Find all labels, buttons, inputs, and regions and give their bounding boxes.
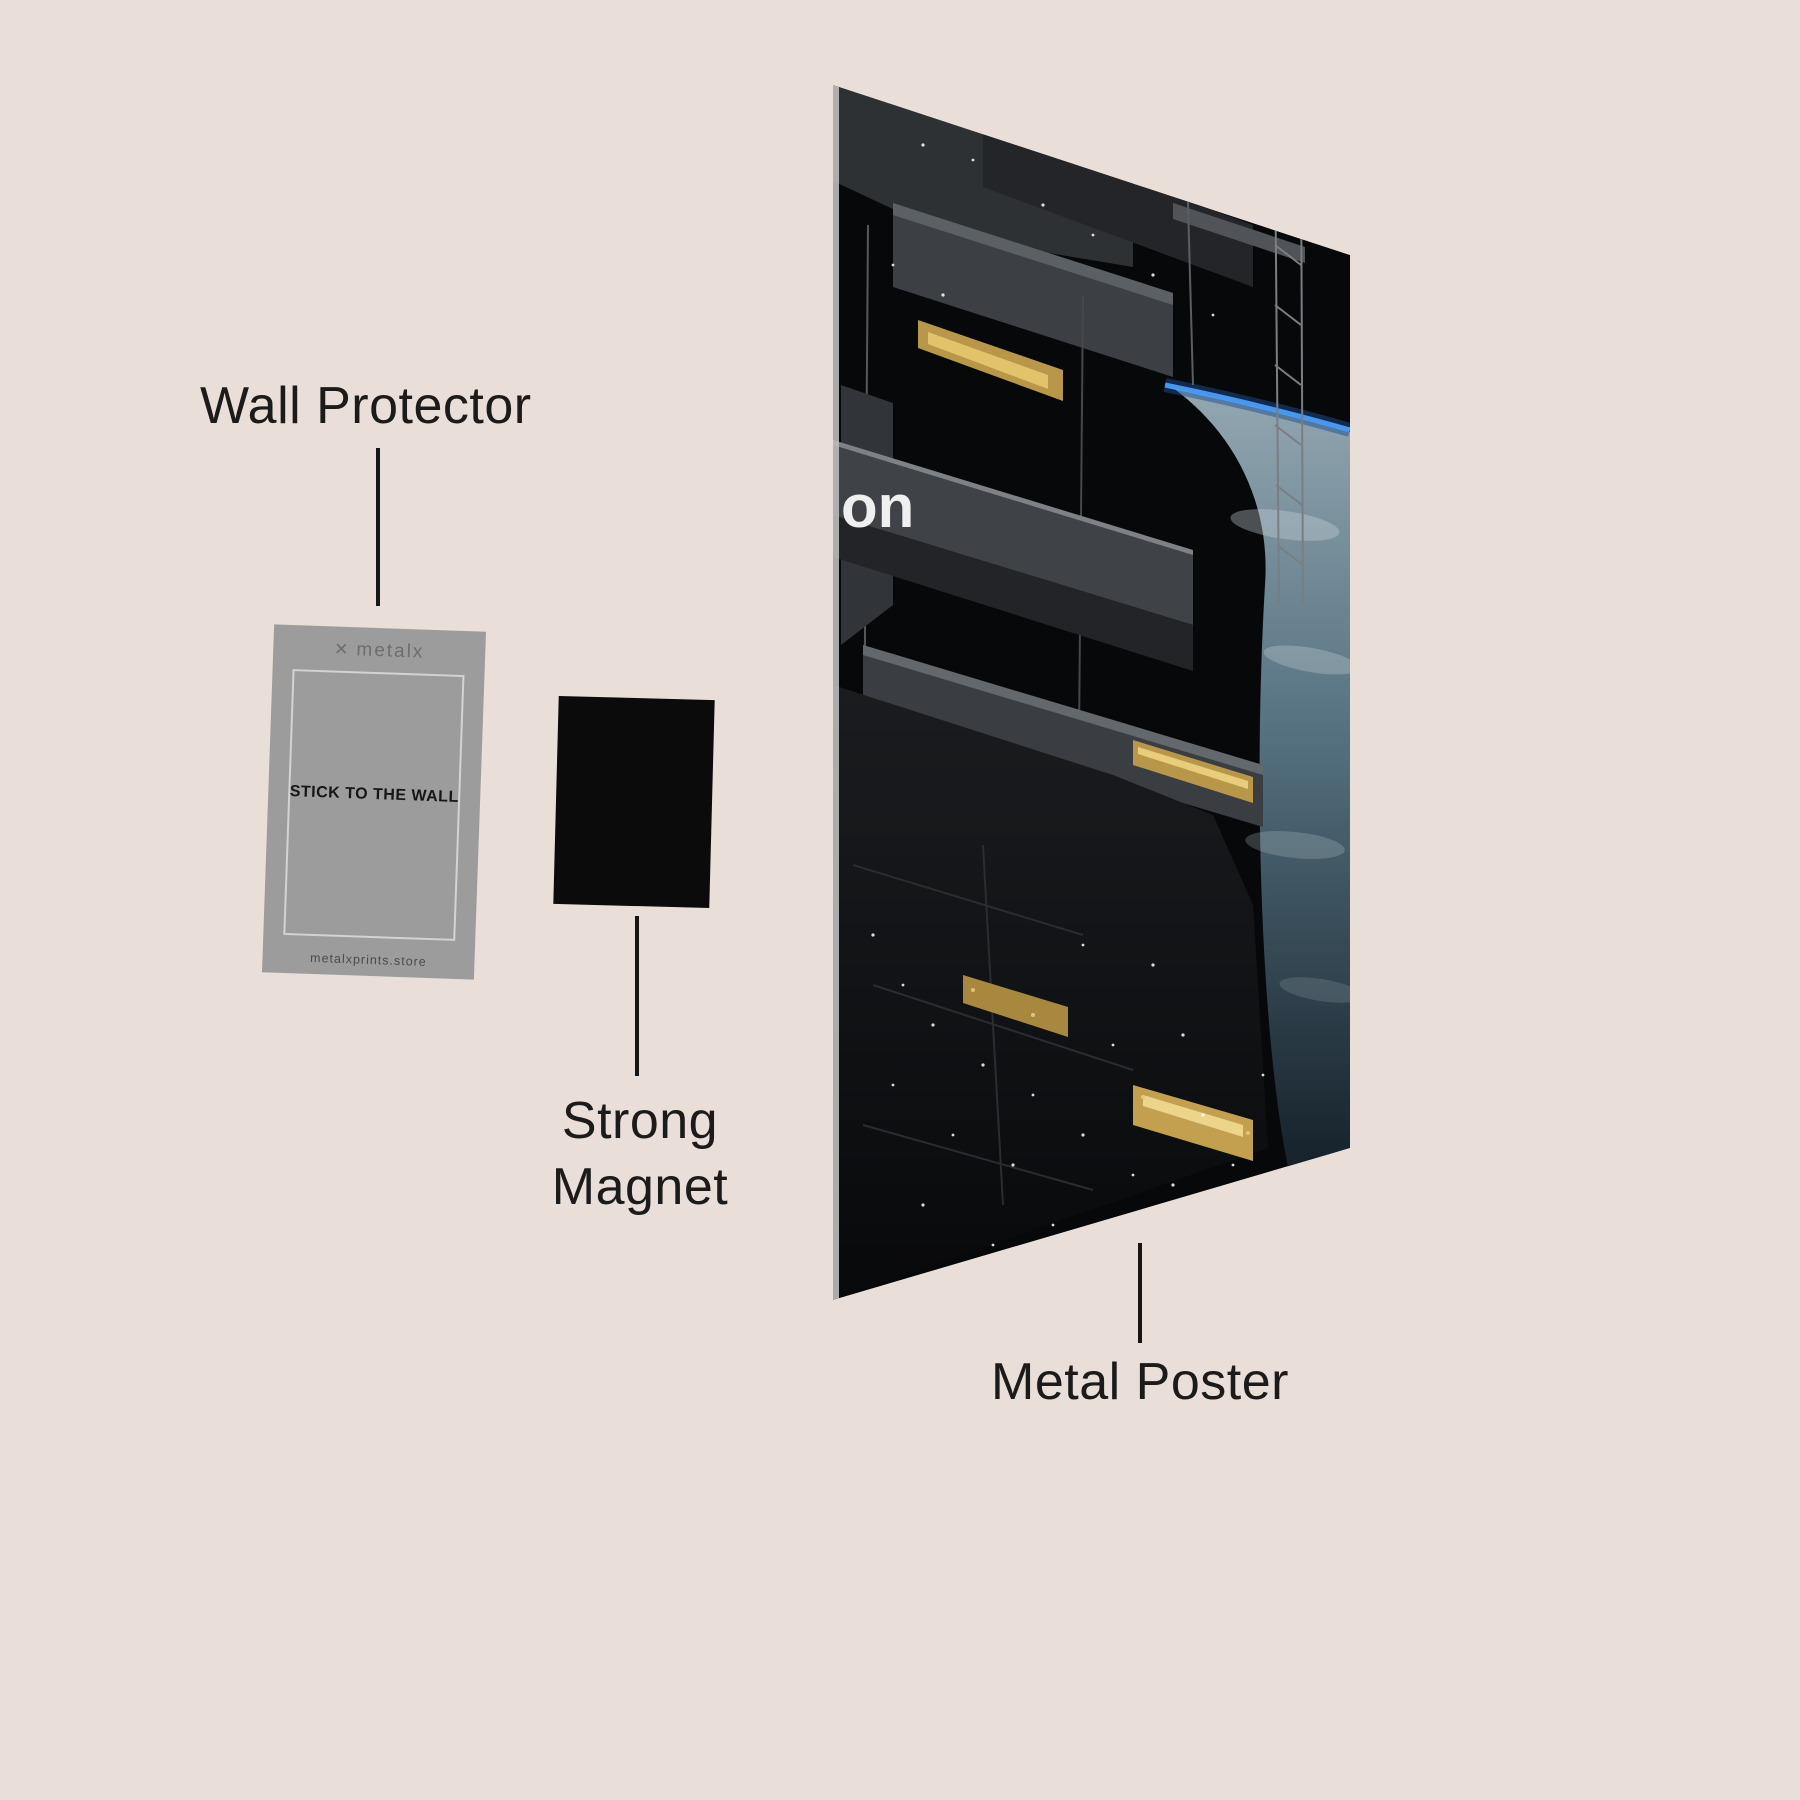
wall-protector-store-url: metalxprints.store (309, 950, 428, 969)
wall-protector-brand: ✕metalx (273, 636, 486, 665)
hull-lights (871, 143, 1265, 1247)
metal-poster-connector-line (1138, 1243, 1142, 1343)
gold-lit-panels (918, 320, 1253, 1161)
gold-lights (971, 988, 1250, 1135)
poster-partial-text: on (841, 473, 914, 540)
metalx-logo-icon: ✕ (333, 639, 351, 660)
strong-magnet-label-line1: Strong (561, 1092, 719, 1150)
strong-magnet-square (553, 695, 715, 909)
atmosphere-glow (1163, 378, 1350, 437)
space-station-structures (833, 85, 1305, 1300)
strong-magnet-label-line2: Magnet (551, 1158, 729, 1216)
strong-magnet-label: Strong Magnet (500, 1088, 780, 1220)
wall-protector-connector-line (376, 448, 380, 606)
metal-poster-label: Metal Poster (991, 1353, 1289, 1411)
metal-poster: on (833, 85, 1350, 1300)
wall-protector-label: Wall Protector (200, 377, 532, 435)
strong-magnet-connector-line (635, 916, 639, 1076)
poster-edge-highlight (833, 85, 839, 1300)
wall-protector-card: ✕metalx STICK TO THE WALL metalxprints.s… (261, 624, 487, 980)
metalx-brand-name: metalx (356, 639, 425, 663)
